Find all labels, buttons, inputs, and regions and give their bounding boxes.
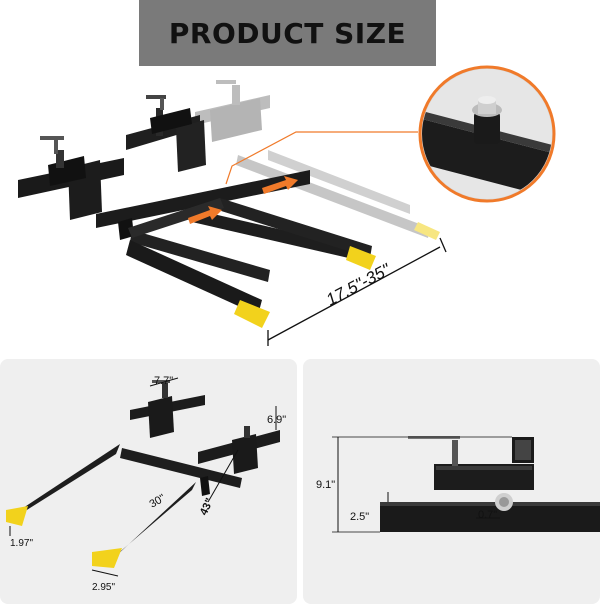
crossbar-label: 30" — [148, 492, 168, 511]
dimension-drawing — [6, 380, 280, 568]
slide-arrows — [188, 176, 298, 224]
gap-height-label: 2.5" — [350, 511, 369, 523]
carriage-height-label: 6.9" — [267, 414, 286, 426]
panel-dimensions — [0, 359, 297, 604]
fork-width-label: 2.95" — [92, 582, 115, 593]
carriage-width-label: 7.7" — [154, 375, 173, 387]
banner-title: PRODUCT SIZE — [168, 16, 407, 50]
width-range-label: 17.5"-35" — [323, 260, 394, 310]
extended-fork-ghost — [195, 80, 440, 240]
product-size-banner: PRODUCT SIZE — [139, 0, 436, 66]
pin-size-label: 0.7" — [478, 509, 497, 521]
front-frame — [96, 170, 376, 328]
total-height-label: 9.1" — [316, 479, 335, 491]
middle-carriage — [126, 95, 206, 172]
fork-length-label: 43" — [198, 496, 216, 517]
side-view-drawing — [380, 436, 600, 532]
lock-pin-callout — [418, 65, 556, 203]
front-carriage — [18, 136, 124, 220]
fork-thickness-label: 1.97" — [10, 538, 33, 549]
callout-line — [225, 131, 418, 185]
